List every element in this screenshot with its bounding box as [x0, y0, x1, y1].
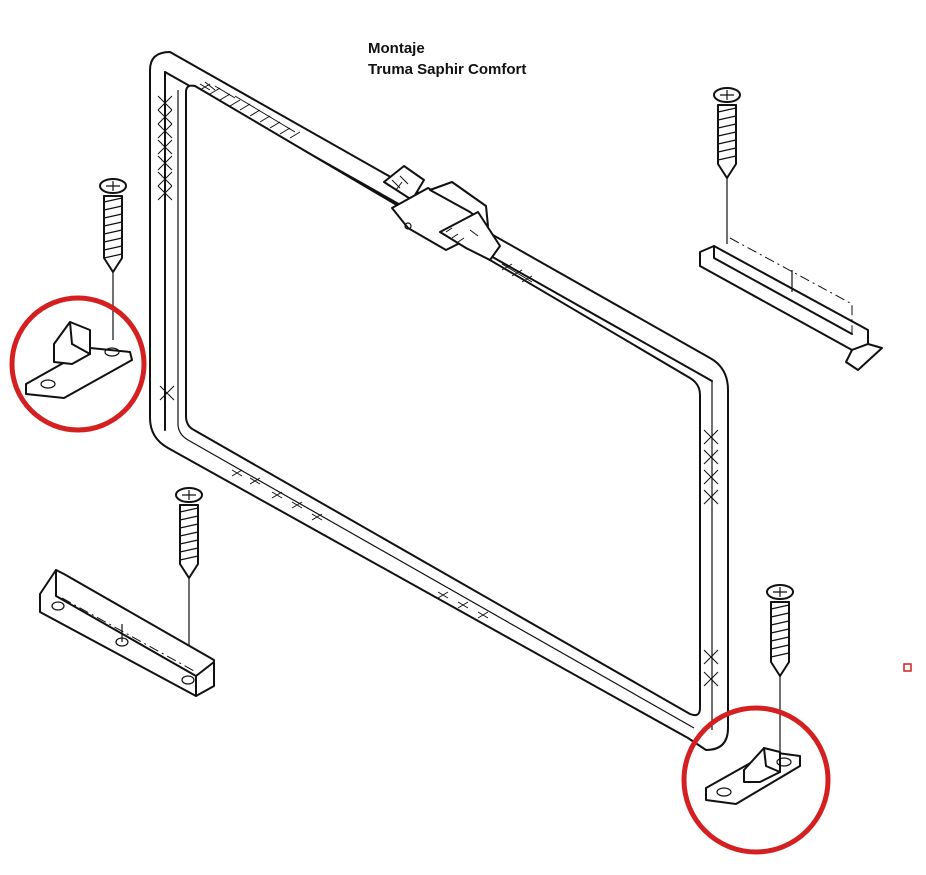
- diagram-title-line-1: Montaje: [368, 40, 425, 57]
- diagram-title-line-2: Truma Saphir Comfort: [368, 61, 527, 78]
- buckle-latch: [383, 165, 501, 261]
- marker-square: [903, 663, 912, 672]
- highlight-circle-right: [681, 705, 831, 855]
- screw-left: [99, 178, 127, 340]
- angle-bracket-top-right: [699, 237, 883, 371]
- angle-bracket-bottom-left: [39, 569, 215, 697]
- clip-left: [25, 321, 133, 399]
- screw-bottom-left: [175, 487, 203, 676]
- mounting-frame: [149, 51, 729, 751]
- screw-bottom-right: [766, 584, 794, 755]
- frame-hatching: [157, 81, 719, 687]
- screw-top-right: [713, 87, 741, 244]
- clip-right: [705, 747, 801, 805]
- highlight-circle-left: [9, 295, 147, 433]
